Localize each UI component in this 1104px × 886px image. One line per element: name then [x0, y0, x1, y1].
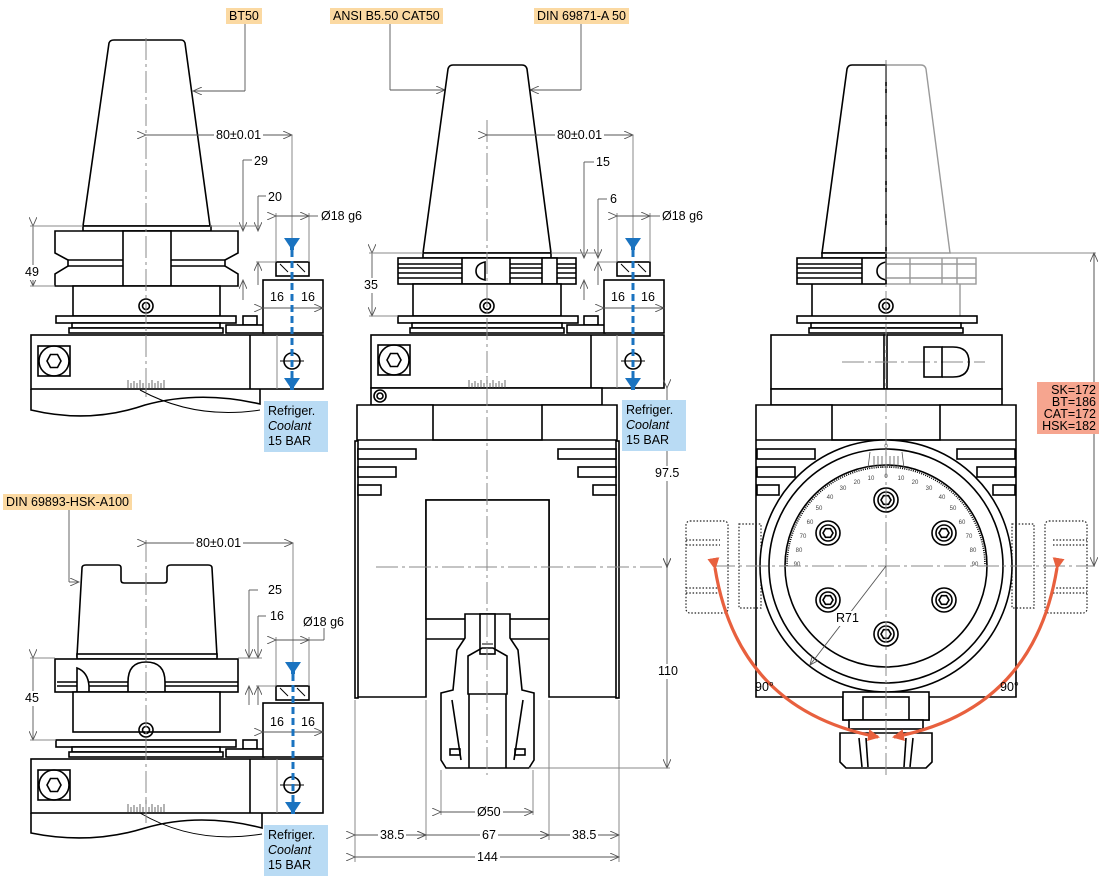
cat50-half-width-right: 16	[641, 290, 655, 304]
cat50-flange-height: 35	[364, 278, 378, 293]
coolant-label-hsk: Refriger. Coolant 15 BAR	[264, 825, 328, 876]
overall-height-box: SK=172 BT=186 CAT=172 HSK=182	[1037, 382, 1099, 434]
coolant-label-bt50: Refriger. Coolant 15 BAR	[264, 401, 328, 452]
svg-text:70: 70	[800, 534, 807, 540]
cat50-half-width-left: 16	[611, 290, 625, 304]
bt50-dim-upper: 29	[254, 154, 268, 168]
cat50-shank-dia: Ø18 g6	[662, 209, 704, 223]
hsk-dim-lower: 16	[270, 609, 284, 623]
svg-text:10: 10	[868, 476, 875, 482]
standard-tag-din69871: DIN 69871-A 50	[534, 8, 629, 24]
svg-text:40: 40	[827, 495, 834, 501]
svg-text:30: 30	[840, 486, 847, 492]
cat50-offset-dim: 80±0.01	[555, 128, 605, 143]
dial-radius: R71	[836, 611, 859, 626]
coolant-line3: 15 BAR	[626, 433, 670, 447]
standard-tag-hsk: DIN 69893-HSK-A100	[3, 494, 132, 510]
front-height-lower: 110	[658, 664, 678, 679]
front-collet-dia: Ø50	[475, 805, 503, 820]
rotation-arrow-right	[892, 557, 1065, 741]
bt50-half-width-left: 16	[270, 290, 284, 304]
svg-text:20: 20	[854, 480, 861, 486]
standard-tag-bt50: BT50	[226, 8, 262, 24]
svg-text:60: 60	[959, 520, 966, 526]
svg-text:90: 90	[972, 562, 979, 568]
cat50-dim-lower: 6	[610, 192, 617, 206]
bt50-dim-lower: 20	[268, 190, 282, 204]
bt50-offset-dim: 80±0.01	[214, 128, 264, 143]
rotation-angle-right: 90°	[1000, 680, 1019, 694]
hsk-side-view	[30, 508, 325, 839]
bt50-flange-height: 49	[25, 265, 39, 280]
svg-text:70: 70	[966, 534, 973, 540]
svg-text:90: 90	[794, 562, 801, 568]
bt50-side-view	[30, 20, 323, 417]
coolant-line1: Refriger.	[626, 403, 674, 417]
coolant-line2: Coolant	[268, 843, 312, 857]
svg-text:0: 0	[884, 444, 888, 450]
front-width-center: 67	[480, 828, 498, 843]
hsk-shank-dia: Ø18 g6	[303, 615, 345, 629]
height-cat: CAT=172	[1043, 407, 1096, 421]
bt50-half-width-right: 16	[301, 290, 315, 304]
rotation-arrow-left	[707, 557, 880, 741]
front-height-upper: 97.5	[655, 466, 680, 481]
hsk-half-width-right: 16	[301, 715, 315, 729]
coolant-line2: Coolant	[626, 418, 670, 432]
hsk-flange-height: 45	[25, 691, 39, 706]
svg-text:50: 50	[950, 506, 957, 512]
cat50-dim-upper: 15	[596, 155, 610, 169]
svg-text:80: 80	[796, 548, 803, 554]
coolant-line1: Refriger.	[268, 828, 316, 842]
angle-scale	[786, 466, 986, 567]
svg-text:40: 40	[939, 495, 946, 501]
height-sk: SK=172	[1051, 383, 1096, 397]
bt50-shank-dia: Ø18 g6	[321, 209, 363, 223]
hsk-half-width-left: 16	[270, 715, 284, 729]
svg-text:60: 60	[807, 520, 814, 526]
coolant-line1: Refriger.	[268, 404, 316, 418]
front-width-left: 38.5	[378, 828, 407, 843]
height-hsk: HSK=182	[1042, 419, 1096, 433]
height-bt: BT=186	[1051, 395, 1096, 409]
front-width-right: 38.5	[570, 828, 599, 843]
hsk-offset-dim: 80±0.01	[194, 536, 244, 551]
svg-text:30: 30	[926, 486, 933, 492]
coolant-label-cat50: Refriger. Coolant 15 BAR	[622, 400, 686, 451]
standard-tag-ansi: ANSI B5.50 CAT50	[330, 8, 443, 24]
hsk-dim-upper: 25	[268, 583, 282, 597]
svg-text:10: 10	[898, 476, 905, 482]
svg-text:20: 20	[912, 480, 919, 486]
coolant-line3: 15 BAR	[268, 858, 312, 872]
front-width-total: 144	[475, 850, 500, 865]
coolant-line2: Coolant	[268, 419, 312, 433]
svg-text:80: 80	[970, 548, 977, 554]
coolant-line3: 15 BAR	[268, 434, 312, 448]
rotation-angle-left: 90°	[755, 680, 774, 694]
cat50-front-view	[355, 20, 670, 862]
svg-text:50: 50	[816, 506, 823, 512]
